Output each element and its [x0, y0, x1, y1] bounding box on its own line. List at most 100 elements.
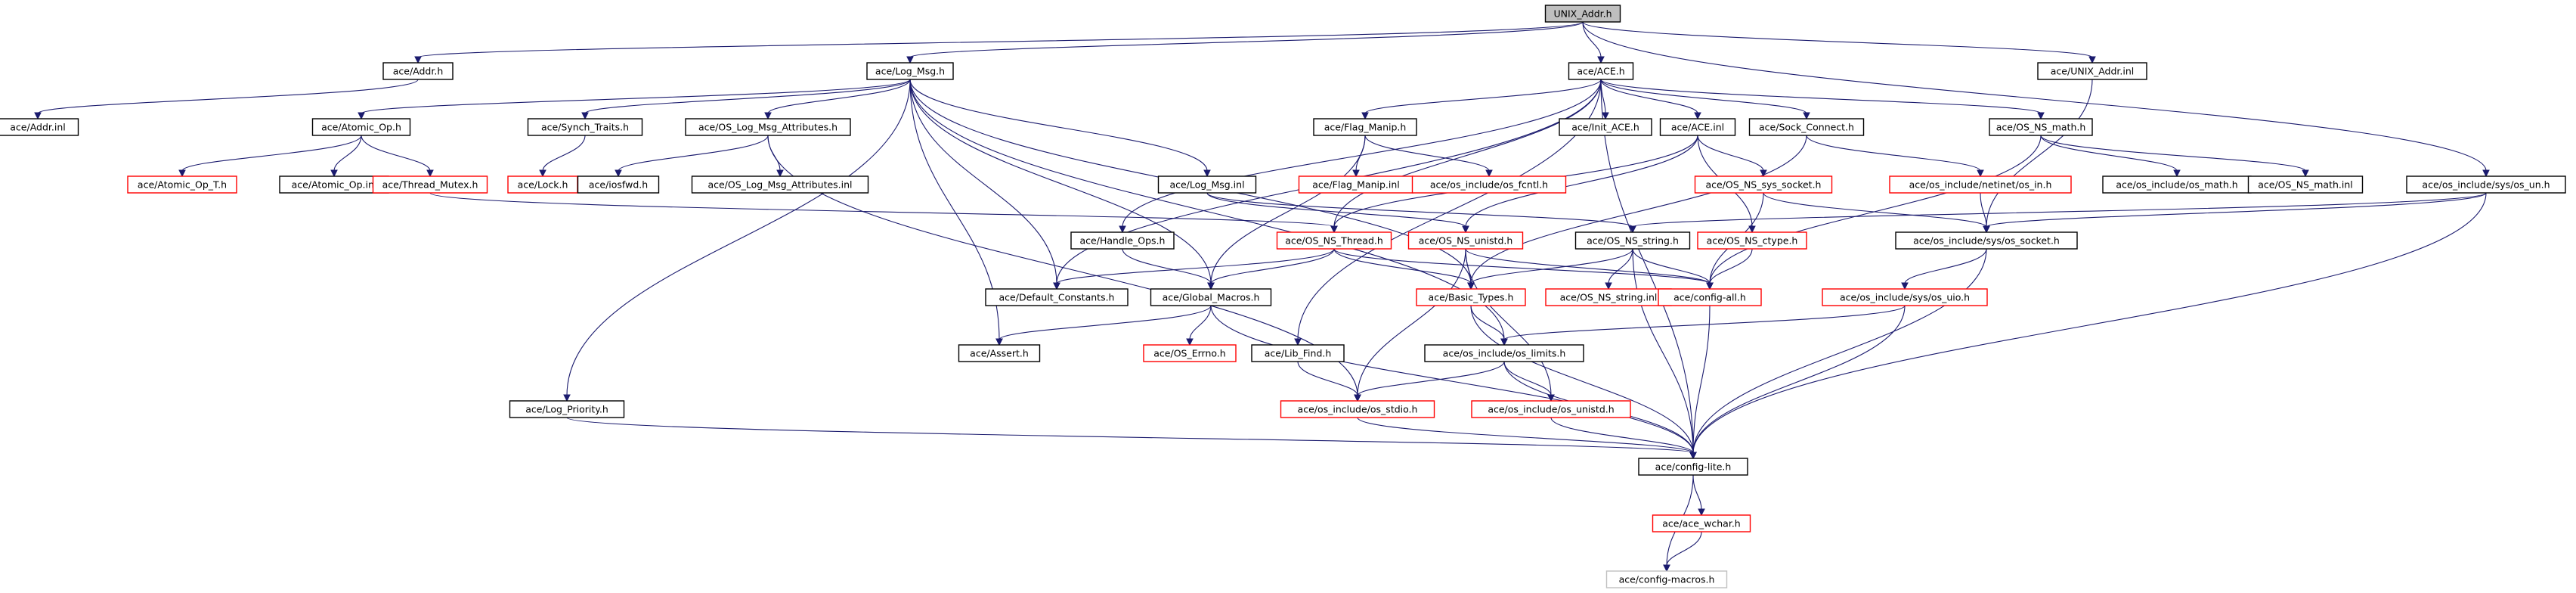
node-label: ace/Assert.h — [970, 348, 1029, 359]
edge-arrowhead — [1901, 282, 1909, 290]
node-os-unistd-h[interactable]: ace/os_include/os_unistd.h — [1471, 400, 1631, 418]
edge-line — [2040, 135, 2306, 172]
node-ace-h[interactable]: ace/ACE.h — [1568, 62, 1634, 80]
edge-line — [1206, 192, 1633, 228]
node-addr-inl[interactable]: ace/Addr.inl — [0, 118, 79, 136]
node-label: ace/Lib_Find.h — [1265, 348, 1332, 359]
node-global-macros-h[interactable]: ace/Global_Macros.h — [1150, 288, 1272, 306]
node-default-constants-h[interactable]: ace/Default_Constants.h — [985, 288, 1129, 306]
edge-arrowhead — [1207, 282, 1215, 290]
node-sys-os-socket-h[interactable]: ace/os_include/sys/os_socket.h — [1895, 231, 2078, 250]
node-atomic-op-inl[interactable]: ace/Atomic_Op.inl — [279, 175, 389, 194]
edge-line — [1763, 192, 1987, 228]
node-log-msg-inl[interactable]: ace/Log_Msg.inl — [1157, 175, 1257, 194]
node-log-msg-h[interactable]: ace/Log_Msg.h — [866, 62, 954, 80]
dependency-edge-sys_os_un_h-to-config_lite_h — [1689, 192, 2487, 460]
node-os-ns-ctype-h[interactable]: ace/OS_NS_ctype.h — [1697, 231, 1807, 250]
dependency-edge-sock_connect_h-to-basic_types_h — [1467, 135, 1807, 290]
dependency-edge-lib_find_h-to-os_stdio_h — [1297, 361, 1361, 402]
node-box — [1697, 231, 1807, 250]
node-os-ns-string-inl[interactable]: ace/OS_NS_string.inl — [1545, 288, 1672, 306]
edge-line — [37, 79, 419, 114]
node-iosfwd-h[interactable]: ace/iosfwd.h — [577, 175, 660, 194]
node-box — [1568, 62, 1634, 80]
node-config-macros-h[interactable]: ace/config-macros.h — [1605, 570, 1728, 588]
dependency-edge-os_ns_unistd_h-to-os_unistd_h — [1465, 248, 1555, 402]
node-label: UNIX_Addr.h — [1553, 8, 1612, 20]
edge-arrowhead — [1485, 169, 1493, 178]
node-assert-h[interactable]: ace/Assert.h — [958, 344, 1041, 362]
node-handle-ops-h[interactable]: ace/Handle_Ops.h — [1070, 231, 1175, 250]
node-sys-os-un-h[interactable]: ace/os_include/sys/os_un.h — [2406, 175, 2566, 194]
node-atomic-op-h[interactable]: ace/Atomic_Op.h — [311, 118, 411, 136]
node-flag-manip-h[interactable]: ace/Flag_Manip.h — [1313, 118, 1417, 136]
edge-arrowhead — [1186, 338, 1194, 346]
edge-line — [1806, 135, 1981, 172]
node-box — [1411, 175, 1567, 194]
node-box — [1070, 231, 1175, 250]
node-init-ace-h[interactable]: ace/Init_ACE.h — [1559, 118, 1652, 136]
edge-line — [909, 79, 1208, 172]
edge-line — [429, 192, 1335, 228]
node-label: ace/os_include/netinet/os_in.h — [1909, 179, 2052, 191]
node-label: ace/Atomic_Op.inl — [292, 179, 377, 191]
node-os-math-h[interactable]: ace/os_include/os_math.h — [2102, 175, 2252, 194]
node-os-ns-string-h[interactable]: ace/OS_NS_string.h — [1574, 231, 1691, 250]
node-os-log-msg-attr-inl[interactable]: ace/OS_Log_Msg_Attributes.inl — [691, 175, 869, 194]
edge-arrowhead — [2173, 169, 2181, 178]
node-sock-connect-h[interactable]: ace/Sock_Connect.h — [1748, 118, 1865, 136]
node-label: ace/OS_NS_string.h — [1587, 235, 1679, 247]
edge-line — [1364, 135, 1490, 172]
dependency-edge-ace_h-to-handle_ops_h — [1119, 79, 1602, 234]
node-label: ace/Synch_Traits.h — [541, 122, 629, 133]
edge-line — [181, 135, 362, 172]
node-synch-traits-h[interactable]: ace/Synch_Traits.h — [527, 118, 643, 136]
edge-arrowhead — [995, 338, 1003, 346]
node-label: ace/config-lite.h — [1655, 461, 1732, 473]
node-lock-h[interactable]: ace/Lock.h — [507, 175, 578, 194]
node-os-errno-h[interactable]: ace/OS_Errno.h — [1143, 344, 1237, 362]
edge-arrowhead — [358, 112, 365, 120]
node-ace-wchar-h[interactable]: ace/ace_wchar.h — [1652, 514, 1751, 532]
edge-line — [767, 79, 911, 114]
node-atomic-op-t-h[interactable]: ace/Atomic_Op_T.h — [127, 175, 237, 194]
node-log-priority-h[interactable]: ace/Log_Priority.h — [509, 400, 625, 418]
node-os-stdio-h[interactable]: ace/os_include/os_stdio.h — [1280, 400, 1435, 418]
node-os-limits-h[interactable]: ace/os_include/os_limits.h — [1424, 344, 1584, 362]
node-config-lite-h[interactable]: ace/config-lite.h — [1638, 458, 1748, 476]
node-os-ns-math-h[interactable]: ace/OS_NS_math.h — [1989, 118, 2093, 136]
edge-arrowhead — [1467, 282, 1475, 290]
node-box — [1652, 514, 1751, 532]
dependency-edge-synch_traits_h-to-lock_h — [539, 135, 586, 178]
edge-arrowhead — [1698, 508, 1705, 517]
node-config-all-h[interactable]: ace/config-all.h — [1658, 288, 1762, 306]
dependency-edge-sys_os_socket_h-to-sys_os_uio_h — [1901, 248, 1987, 290]
node-label: ace/OS_Errno.h — [1153, 348, 1225, 359]
node-thread-mutex-h[interactable]: ace/Thread_Mutex.h — [372, 175, 488, 194]
edge-arrowhead — [1354, 394, 1361, 402]
node-ace-inl[interactable]: ace/ACE.inl — [1659, 118, 1736, 136]
node-os-ns-unistd-h[interactable]: ace/OS_NS_unistd.h — [1407, 231, 1524, 250]
node-os-ns-math-inl[interactable]: ace/OS_NS_math.inl — [2247, 175, 2364, 194]
edge-arrowhead — [1203, 169, 1211, 178]
node-basic-types-h[interactable]: ace/Basic_Types.h — [1416, 288, 1526, 306]
edge-line — [1692, 305, 1906, 454]
node-os-fcntl-h[interactable]: ace/os_include/os_fcntl.h — [1411, 175, 1567, 194]
node-flag-manip-inl[interactable]: ace/Flag_Manip.inl — [1298, 175, 1414, 194]
node-label: ace/Atomic_Op.h — [321, 122, 401, 133]
dependency-edge-log_msg_h-to-atomic_op_h — [358, 79, 911, 120]
node-box — [1471, 400, 1631, 418]
edge-line — [1206, 192, 1466, 228]
node-os-log-msg-attr-h[interactable]: ace/OS_Log_Msg_Attributes.h — [685, 118, 851, 136]
edge-line — [1608, 248, 1633, 284]
edge-line — [1355, 135, 1366, 172]
node-addr-h[interactable]: ace/Addr.h — [382, 62, 454, 80]
node-netinet-in-h[interactable]: ace/os_include/netinet/os_in.h — [1889, 175, 2072, 194]
node-sys-os-uio-h[interactable]: ace/os_include/sys/os_uio.h — [1822, 288, 1988, 306]
node-os-ns-sys-socket-h[interactable]: ace/OS_NS_sys_socket.h — [1694, 175, 1833, 194]
node-os-ns-thread-h[interactable]: ace/OS_NS_Thread.h — [1276, 231, 1392, 250]
node-unix-addr-inl[interactable]: ace/UNIX_Addr.inl — [2037, 62, 2147, 80]
node-lib-find-h[interactable]: ace/Lib_Find.h — [1251, 344, 1345, 362]
dependency-edge-sys_os_un_h-to-os_ns_string_h — [1629, 192, 2487, 234]
dependency-edge-os_limits_h-to-os_unistd_h — [1503, 361, 1555, 402]
